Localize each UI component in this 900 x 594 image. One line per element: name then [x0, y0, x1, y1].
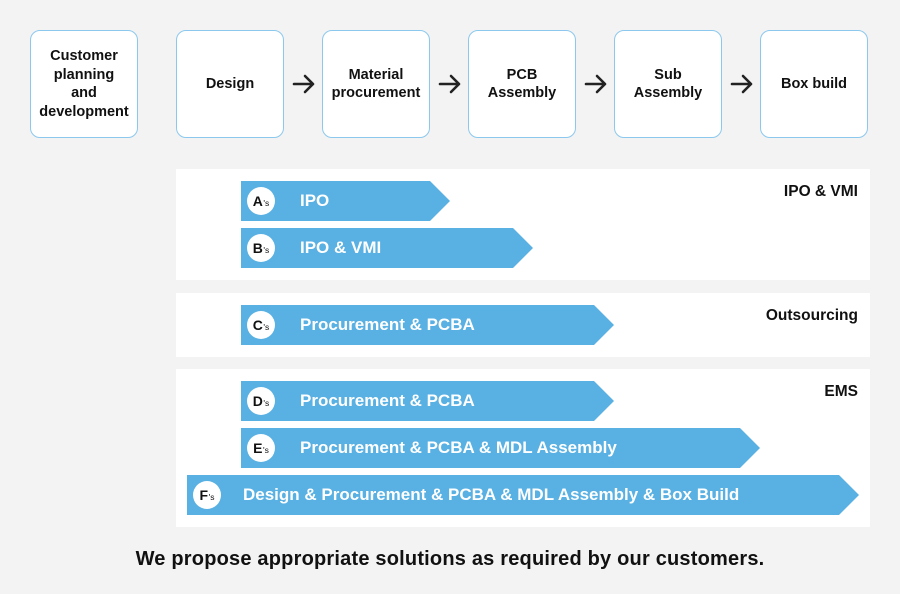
step-material-procurement: Material procurement [322, 30, 430, 138]
band-label: IPO [300, 191, 330, 210]
badge-d: D's [247, 387, 275, 415]
band-e: E's Procurement & PCBA & MDL Assembly [241, 428, 760, 468]
badge-f: F's [193, 481, 221, 509]
band-label: Design & Procurement & PCBA & MDL Assemb… [243, 485, 740, 504]
badge-e: E's [247, 434, 275, 462]
right-arrow-icon [292, 74, 315, 94]
panel-label: IPO & VMI [783, 183, 858, 200]
band-label: IPO & VMI [300, 238, 382, 257]
badge-b: B's [247, 234, 275, 262]
band-a: A's IPO [241, 181, 450, 221]
panel-outsourcing: Outsourcing C's Procurement & PCBA [176, 293, 870, 357]
step-label: Box build [780, 75, 848, 92]
step-customer-planning: Customer planning and development [30, 30, 138, 138]
band-f: F's Design & Procurement & PCBA & MDL As… [187, 475, 859, 515]
band-b: B's IPO & VMI [241, 228, 533, 268]
step-label: PCB Assembly [487, 66, 557, 102]
right-arrow-icon [584, 74, 607, 94]
footer-statement: We propose appropriate solutions as requ… [135, 548, 765, 570]
band-d: D's Procurement & PCBA [241, 381, 614, 421]
badge-c: C's [247, 311, 275, 339]
panel-label: Outsourcing [765, 307, 858, 324]
panel-ipo-vmi: IPO & VMI A's IPO B's IPO & VMI [176, 169, 870, 280]
panel-label: EMS [824, 383, 858, 400]
band-label: Procurement & PCBA & MDL Assembly [300, 438, 617, 457]
step-label: Customer planning and development [39, 48, 129, 120]
step-design: Design [176, 30, 284, 138]
band-label: Procurement & PCBA [300, 391, 475, 410]
right-arrow-icon [438, 74, 461, 94]
step-label: Sub Assembly [633, 66, 703, 102]
band-c: C's Procurement & PCBA [241, 305, 614, 345]
step-sub-assembly: Sub Assembly [614, 30, 722, 138]
badge-a: A's [247, 187, 275, 215]
band-label: Procurement & PCBA [300, 315, 475, 334]
step-label: Material procurement [331, 66, 421, 102]
step-pcb-assembly: PCB Assembly [468, 30, 576, 138]
right-arrow-icon [730, 74, 753, 94]
step-label: Design [205, 75, 255, 92]
step-box-build: Box build [760, 30, 868, 138]
